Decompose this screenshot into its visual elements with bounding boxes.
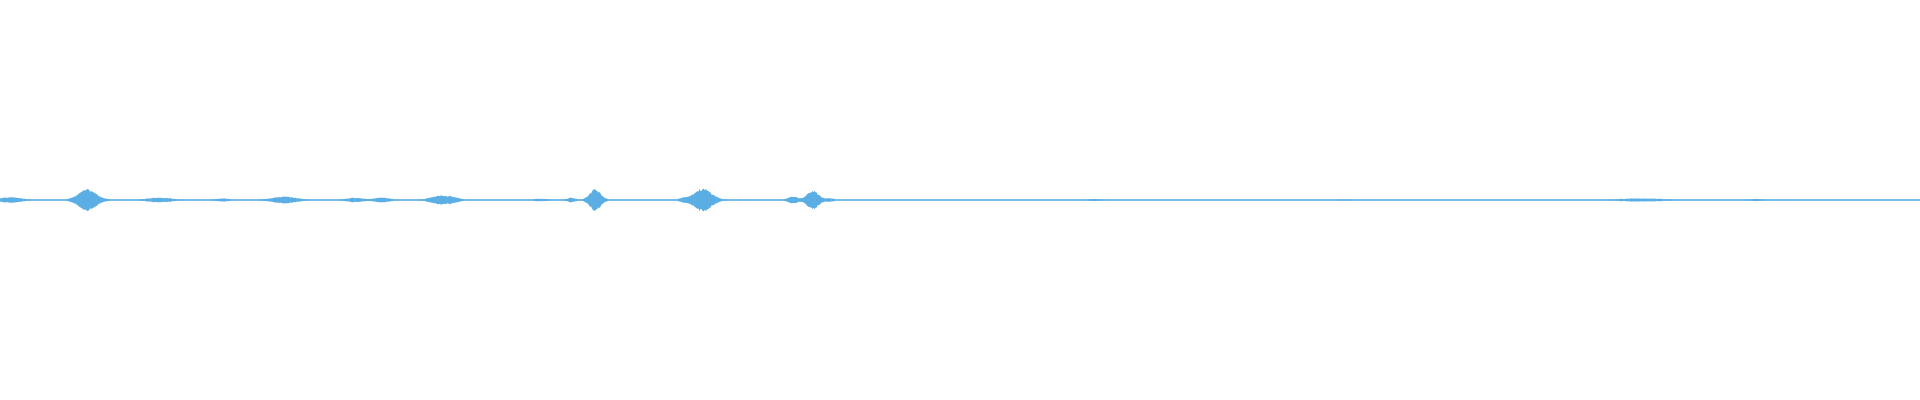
waveform-envelope [0, 188, 1920, 212]
